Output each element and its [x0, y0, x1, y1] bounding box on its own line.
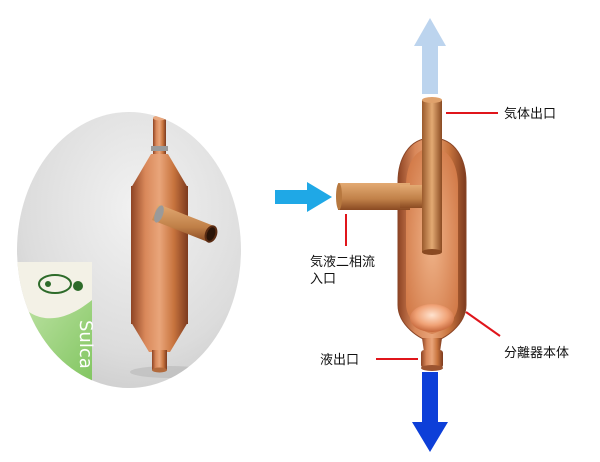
product-card-brand: Sulca	[75, 320, 96, 369]
product-photo: Sulca	[16, 112, 241, 400]
inlet-arrow	[275, 182, 332, 212]
label-two-phase-inlet-line1: 気液二相流	[310, 254, 375, 270]
liquid-outlet-arrow	[412, 372, 448, 452]
label-gas-outlet: 気体出口	[504, 106, 556, 122]
label-liquid-outlet: 液出口	[320, 353, 359, 368]
callout-body	[466, 312, 500, 336]
label-separator-body: 分離器本体	[504, 346, 569, 361]
separator-cutaway	[336, 97, 466, 371]
product-card: Sulca	[16, 262, 96, 400]
gas-outlet-arrow	[414, 18, 446, 94]
label-two-phase-inlet-line2: 入口	[310, 272, 336, 287]
inlet-pipe	[336, 183, 437, 210]
gas-outlet-pipe	[422, 97, 442, 255]
